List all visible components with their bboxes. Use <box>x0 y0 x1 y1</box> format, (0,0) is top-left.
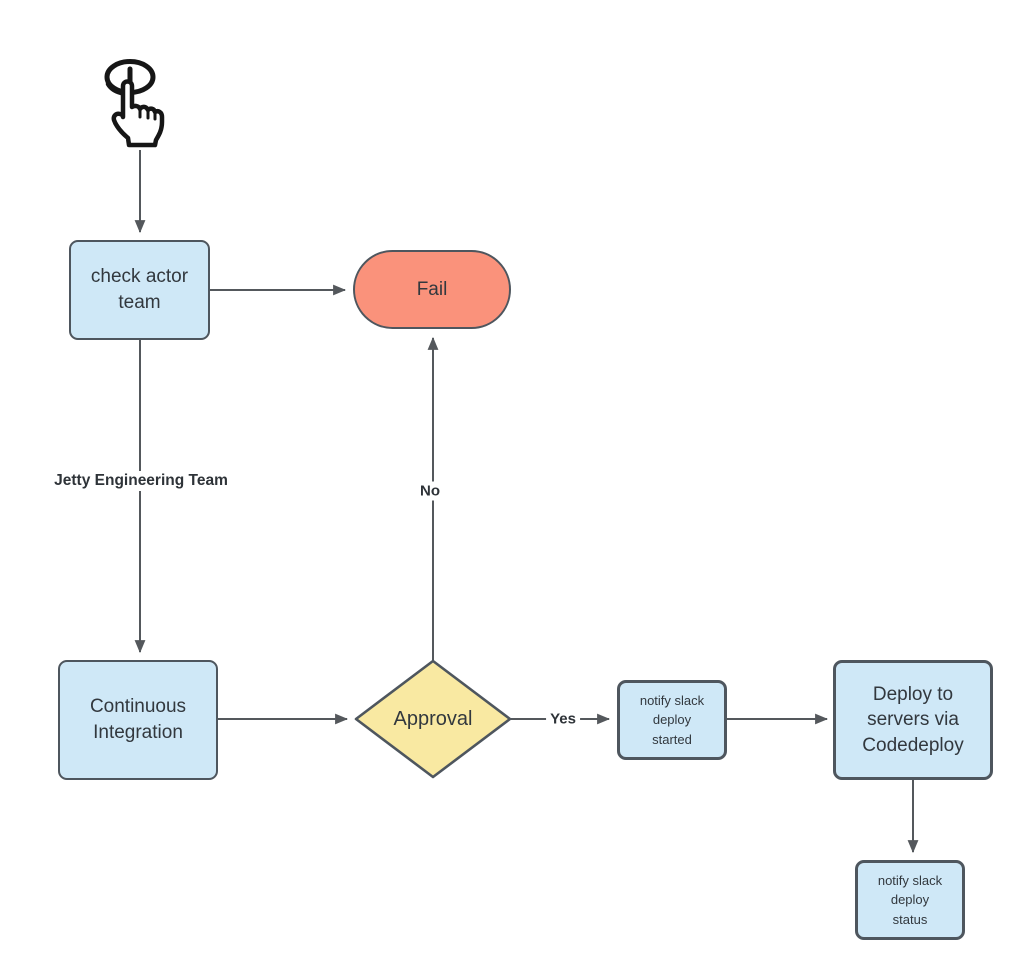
node-deploy-to-servers-codedeploy-label: Deploy to servers via Codedeploy <box>862 683 964 756</box>
node-check-actor-team-label: check actor team <box>90 266 189 313</box>
click-hand-icon <box>100 56 172 148</box>
node-notify-slack-deploy-status-label: notify slack deploy status <box>877 872 943 927</box>
node-notify-slack-deploy-started-label: notify slack deploy started <box>639 692 705 747</box>
node-approval-decision: Approval <box>363 704 503 734</box>
node-continuous-integration-label: Continuous Integration <box>89 696 187 743</box>
node-check-actor-team: check actor team <box>69 240 210 340</box>
edge-label-jetty-engineering-team: Jetty Engineering Team <box>50 471 232 491</box>
node-approval-label: Approval <box>393 707 473 730</box>
edge-label-yes: Yes <box>546 709 580 729</box>
node-notify-slack-deploy-status: notify slack deploy status <box>855 860 965 940</box>
node-notify-slack-deploy-started: notify slack deploy started <box>617 680 727 760</box>
decision-approval-shape <box>354 659 512 779</box>
node-deploy-to-servers-codedeploy: Deploy to servers via Codedeploy <box>833 660 993 780</box>
node-fail-label: Fail <box>416 278 448 300</box>
node-continuous-integration: Continuous Integration <box>58 660 218 780</box>
edge-label-no: No <box>416 481 444 501</box>
node-fail-terminator: Fail <box>353 250 511 329</box>
